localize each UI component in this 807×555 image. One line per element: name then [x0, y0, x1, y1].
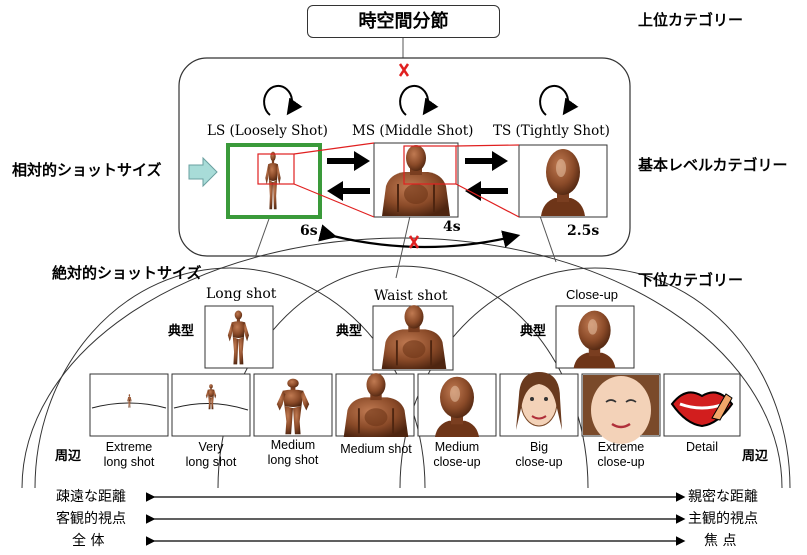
top-node-label: 時空間分節	[358, 11, 449, 32]
loop-arrows	[263, 84, 579, 116]
scale-left-whole: 全 体	[72, 533, 105, 549]
scale-arrows	[145, 492, 686, 546]
level-basic-label: 基本レベルカテゴリー	[638, 156, 788, 174]
category-title-waist-shot: Waist shot	[374, 288, 448, 304]
scale-right-distance: 親密な距離	[688, 489, 758, 505]
typical-label-1: 典型	[168, 324, 195, 339]
ms-label: MS (Middle Shot)	[352, 123, 474, 139]
cross-mark-icons	[398, 63, 420, 249]
scale-left-distance: 疎遠な距離	[56, 489, 126, 505]
ts-duration: 2.5s	[567, 223, 600, 239]
ls-duration: 6s	[300, 223, 318, 239]
relative-size-label: 相対的ショットサイズ	[12, 161, 162, 179]
scale-right-viewpoint: 主観的視点	[688, 511, 758, 527]
absolute-size-label: 絶対的ショットサイズ	[52, 264, 202, 282]
level-upper-label: 上位カテゴリー	[638, 11, 744, 29]
ls-ts-arrow	[318, 224, 521, 249]
ms-duration: 4s	[443, 219, 461, 235]
sub-shot-medium-shot: Medium shot	[340, 442, 412, 456]
category-title-close-up: Close-up	[566, 287, 619, 302]
category-title-long-shot: Long shot	[206, 286, 277, 302]
ls-label: LS (Loosely Shot)	[207, 123, 328, 139]
input-arrow-icon	[188, 156, 218, 188]
typical-label-3: 典型	[520, 324, 547, 339]
peripheral-label-right: 周辺	[742, 449, 769, 464]
ts-label: TS (Tightly Shot)	[493, 123, 610, 139]
scale-right-focus: 焦 点	[704, 533, 737, 549]
top-node: 時空間分節	[307, 5, 500, 38]
zoom-frames	[257, 142, 520, 218]
sub-shot-images	[89, 372, 741, 444]
peripheral-label-left: 周辺	[55, 449, 82, 464]
sub-shot-detail: Detail	[686, 440, 718, 454]
transition-arrows	[327, 151, 508, 201]
level-lower-label: 下位カテゴリー	[638, 271, 744, 289]
typical-label-2: 典型	[336, 324, 363, 339]
scale-left-viewpoint: 客観的視点	[56, 511, 126, 527]
